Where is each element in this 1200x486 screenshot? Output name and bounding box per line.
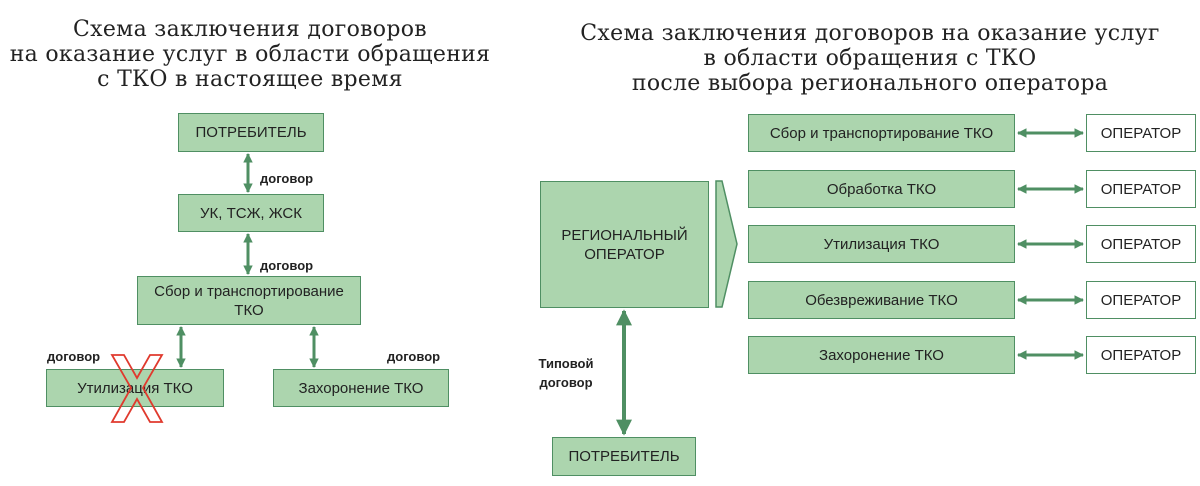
contract-label-utilization: договор <box>47 349 101 364</box>
operator-box-1: ОПЕРАТОР <box>1086 114 1196 152</box>
operator-box-2: ОПЕРАТОР <box>1086 170 1196 208</box>
left-title-line-2: на оказание услуг в области обращения <box>9 42 491 67</box>
left-collection-box: Сбор и транспортирование ТКО <box>137 276 361 325</box>
service-box-utilization: Утилизация ТКО <box>748 225 1015 263</box>
contract-label-uk-collection: договор <box>260 258 314 273</box>
right-title: Схема заключения договоров на оказание у… <box>560 21 1180 96</box>
contract-label-consumer-uk: договор <box>260 171 314 186</box>
typical-contract-label: Типовой договор <box>538 356 594 390</box>
left-title: Схема заключения договоров на оказание у… <box>0 17 500 92</box>
left-burial-box: Захоронение ТКО <box>273 369 449 407</box>
cross-out-mark <box>110 354 164 423</box>
service-box-processing: Обработка ТКО <box>748 170 1015 208</box>
chevron-right-icon <box>715 180 738 308</box>
right-consumer-box: ПОТРЕБИТЕЛЬ <box>552 437 696 476</box>
right-title-line-1: Схема заключения договоров на оказание у… <box>580 21 1160 46</box>
operator-box-5: ОПЕРАТОР <box>1086 336 1196 374</box>
left-consumer-box: ПОТРЕБИТЕЛЬ <box>178 113 324 152</box>
right-title-line-2: в области обращения с ТКО <box>703 46 1037 71</box>
uk-tszh-zhsk-box: УК, ТСЖ, ЖСК <box>178 194 324 232</box>
service-box-neutralization: Обезвреживание ТКО <box>748 281 1015 319</box>
operator-box-4: ОПЕРАТОР <box>1086 281 1196 319</box>
service-box-burial: Захоронение ТКО <box>748 336 1015 374</box>
left-utilization-box: Утилизация ТКО <box>46 369 224 407</box>
regional-operator-box: РЕГИОНАЛЬНЫЙ ОПЕРАТОР <box>540 181 709 308</box>
left-title-line-3: с ТКО в настоящее время <box>97 67 403 92</box>
service-box-collection: Сбор и транспортирование ТКО <box>748 114 1015 152</box>
contract-label-burial: договор <box>387 349 441 364</box>
operator-box-3: ОПЕРАТОР <box>1086 225 1196 263</box>
right-title-line-3: после выбора регионального оператора <box>631 71 1109 96</box>
left-title-line-1: Схема заключения договоров <box>73 17 427 42</box>
